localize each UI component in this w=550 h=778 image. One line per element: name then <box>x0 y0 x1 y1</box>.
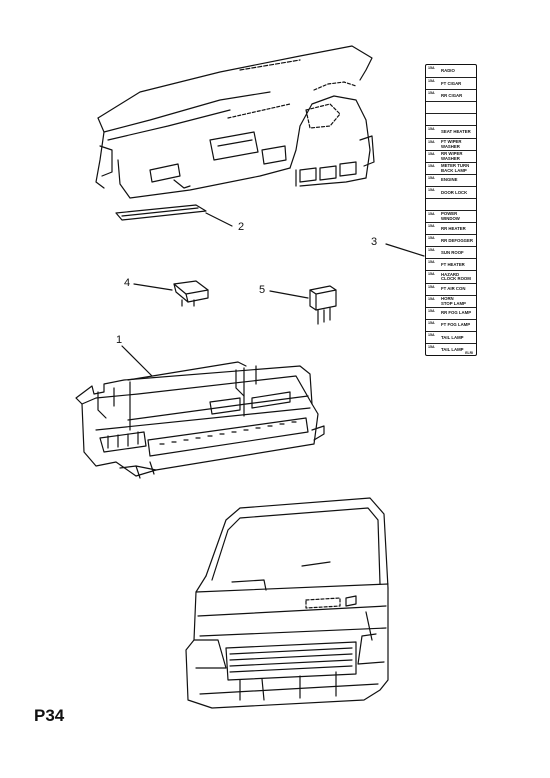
fuse-label-row <box>426 113 476 126</box>
fuse-label-row: 15A RR FOG LAMP <box>426 306 476 320</box>
fuse-circuit-name: HAZARD CLOCK ROOM <box>441 271 471 282</box>
fuse-rating: 15A <box>428 139 435 144</box>
fuse-label-row: 15A FT WIPER WASHER <box>426 137 476 151</box>
fuse-rating: 15A <box>428 320 435 325</box>
fuse-rating: 15A <box>428 236 435 241</box>
leader-line-5 <box>269 290 309 299</box>
fuse-circuit-name: RR WIPER WASHER <box>441 151 463 161</box>
fuse-rating: 15A <box>428 272 435 277</box>
fuse-circuit-name: SEAT HEATER <box>441 129 471 135</box>
callout-2: 2 <box>238 221 245 233</box>
fuse-sub-code: ELRI <box>465 350 473 355</box>
fuse-label-row: 15A RR HEATER <box>426 222 476 235</box>
callout-4: 4 <box>124 277 131 289</box>
fuse-label-row: 15A POWER WINDOW <box>426 210 476 223</box>
callout-5: 5 <box>259 284 266 296</box>
fuse-rating: 15A <box>428 248 435 253</box>
leader-line-4 <box>133 283 173 291</box>
fuse-rating: 15A <box>428 91 435 96</box>
leader-line-2 <box>205 212 233 227</box>
fuse-label-row: 15A SEAT HEATER <box>426 125 476 138</box>
fuse-rating: 15A <box>428 212 435 216</box>
fuse-label-row: 15A FT HEATER <box>426 258 476 271</box>
fuse-rating: 15A <box>428 224 435 229</box>
page-code: P34 <box>34 706 65 725</box>
fuse-label-row: 15A RR WIPER WASHER <box>426 149 476 163</box>
fuse-circuit-name: RR CIGAR <box>441 92 463 98</box>
fuse-label-row <box>426 197 476 211</box>
fuse-circuit-name: DOOR LOCK <box>441 189 468 195</box>
fuse-circuit-name: FT AIR CON <box>441 286 466 292</box>
fuse-circuit-name: POWER WINDOW <box>441 211 460 222</box>
fuse-rating: 15A <box>428 344 435 349</box>
leader-line-1 <box>121 345 153 377</box>
fuse-circuit-name: RADIO <box>441 67 455 73</box>
fuse-rating: 15A <box>428 163 435 168</box>
fuse-circuit-name: ENGINE <box>441 177 458 183</box>
fuse-circuit-name: FT HEATER <box>441 262 465 268</box>
fuse-label-row <box>426 101 476 114</box>
fuse-rating: 15A <box>428 260 435 265</box>
fuse-circuit-name: RR DEFOGGER <box>441 237 473 243</box>
fuse-label-row: 15A HAZARD CLOCK ROOM <box>426 270 476 283</box>
fuse-label-row: 15A RR DEFOGGER <box>426 234 476 247</box>
fuse-label-row: 15A FT FOG LAMP <box>426 318 476 332</box>
fuse-rating: 15A <box>428 66 435 70</box>
part-2-trim-strip <box>115 204 207 221</box>
part-1-fuse-box <box>75 361 325 479</box>
fuse-rating: 15A <box>428 151 435 156</box>
fuse-label-row: 15A DOOR LOCK <box>426 185 476 199</box>
fuse-label-card: 15A RADIO 15A FT CIGAR 15A RR CIGAR 15A SEAT HE… <box>425 64 477 356</box>
fuse-circuit-name: RR HEATER <box>441 225 466 231</box>
fuse-rating: 15A <box>428 175 435 180</box>
fuse-circuit-name: FT CIGAR <box>441 80 462 86</box>
fuse-label-row: 15A HORN STOP LAMP <box>426 294 476 308</box>
fuse-rating: 15A <box>428 296 435 301</box>
fuse-rating: 15A <box>428 187 435 192</box>
fuse-rating: 15A <box>428 308 435 313</box>
fuse-rating: 15A <box>428 332 435 337</box>
fuse-circuit-name: FT FOG LAMP <box>441 322 471 328</box>
fuse-rating: 15A <box>428 284 435 289</box>
fuse-label-row: 15A METER TURN BACK LAMP <box>426 161 476 175</box>
callout-1: 1 <box>116 334 123 346</box>
fuse-rating: 15A <box>428 127 435 132</box>
fuse-label-row: 15A FT CIGAR <box>426 77 476 90</box>
fuse-circuit-name: TAIL LAMP <box>441 346 464 352</box>
part-5-relay <box>309 285 337 325</box>
leader-line-3 <box>385 243 425 257</box>
fuse-label-row: 15A RADIO <box>426 65 476 77</box>
fuse-circuit-name: SUN ROOF <box>441 249 464 255</box>
dashboard-illustration <box>95 45 375 199</box>
fuse-label-row: 15A ENGINE <box>426 173 476 187</box>
fuse-circuit-name: TAIL LAMP <box>441 334 464 340</box>
fuse-circuit-name: RR FOG LAMP <box>441 310 472 316</box>
fuse-rating: 15A <box>428 79 435 84</box>
fuse-label-row: 15A FT AIR CON <box>426 282 476 296</box>
callout-3: 3 <box>371 236 378 248</box>
fuse-label-row: 15A RR CIGAR <box>426 89 476 102</box>
fuse-label-row: 15A TAIL LAMP <box>426 330 476 344</box>
part-4-fuse <box>173 280 209 307</box>
fuse-circuit-name: FT WIPER WASHER <box>441 138 462 149</box>
fuse-circuit-name: METER TURN BACK LAMP <box>441 163 470 173</box>
fuse-label-row: 15A SUN ROOF <box>426 246 476 259</box>
fuse-circuit-name: HORN STOP LAMP <box>441 296 466 306</box>
van-illustration <box>185 497 389 709</box>
